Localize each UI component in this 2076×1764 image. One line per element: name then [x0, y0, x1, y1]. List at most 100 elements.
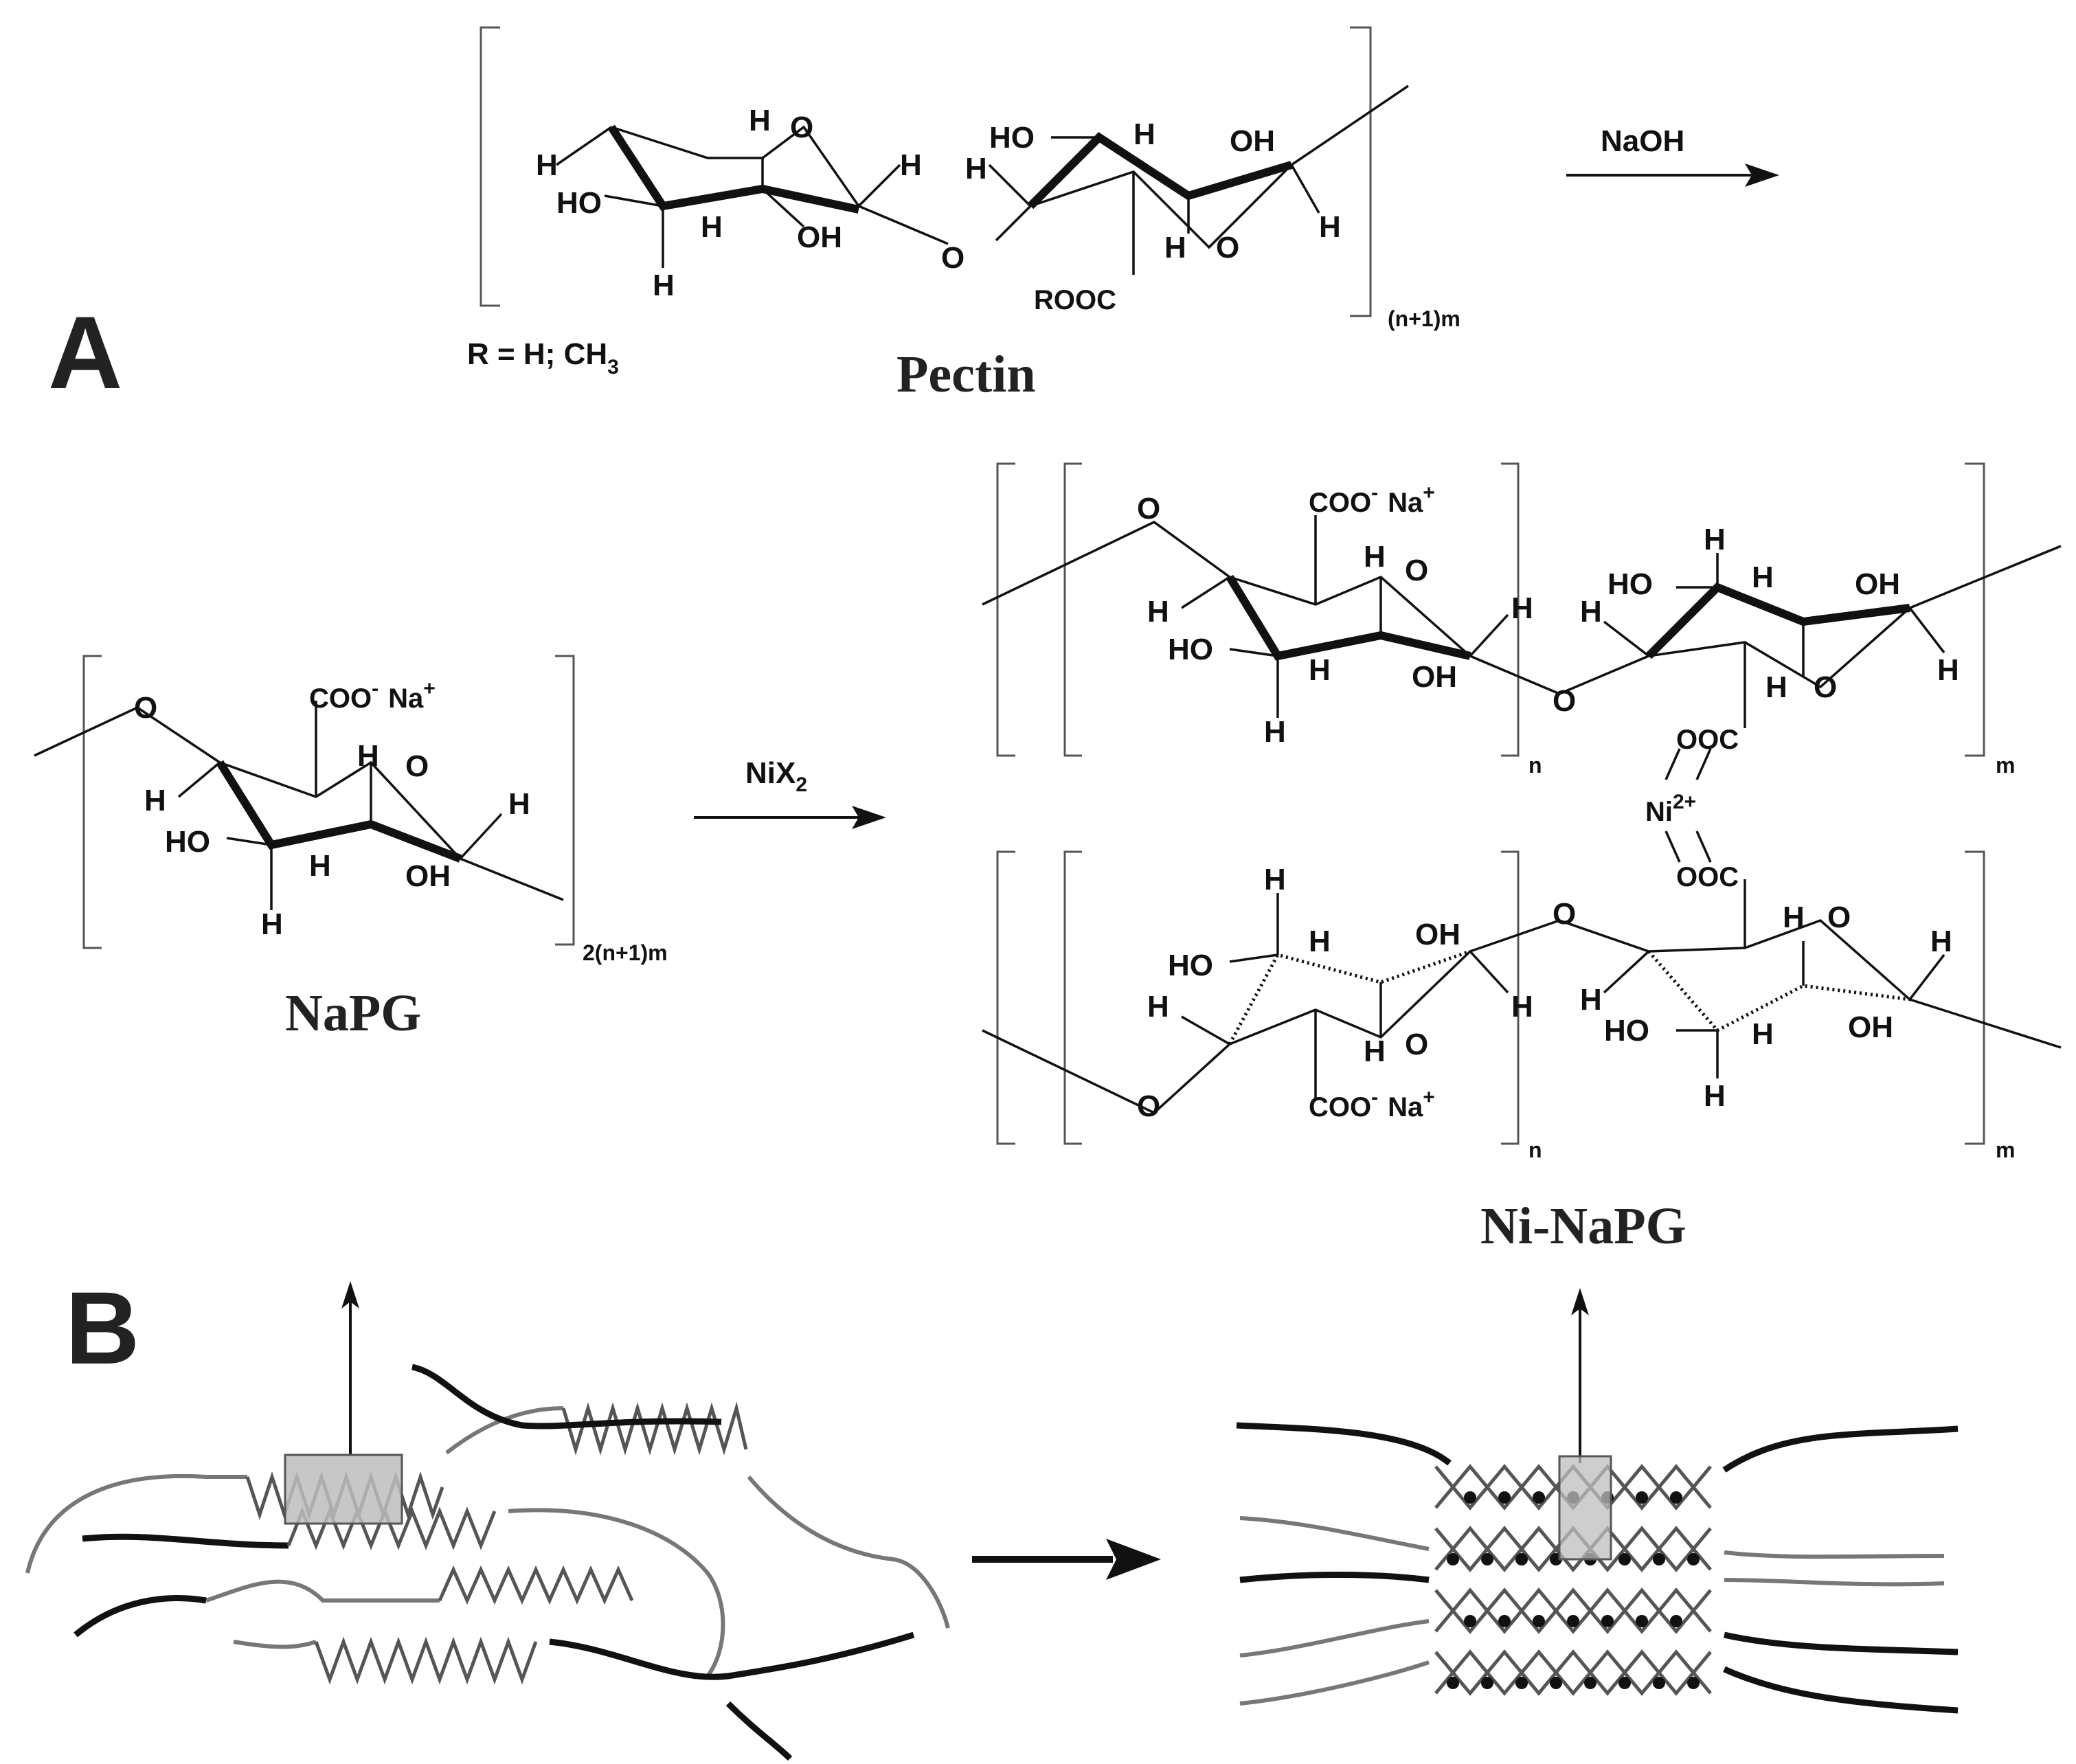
svg-text:HO: HO — [989, 121, 1035, 155]
svg-text:H: H — [357, 739, 379, 773]
svg-text:HO: HO — [165, 825, 210, 859]
ni-napg-eggbox — [1236, 1288, 1959, 1714]
svg-text:O: O — [1216, 231, 1239, 264]
svg-text:H: H — [1511, 990, 1533, 1024]
svg-text:H: H — [1133, 117, 1155, 151]
pectin-bracket-left — [479, 26, 500, 307]
svg-text:H: H — [1580, 983, 1602, 1017]
naoh-arrow: NaOH — [1566, 124, 1779, 187]
svg-text:HO: HO — [556, 186, 602, 220]
svg-text:H: H — [1937, 653, 1959, 687]
napg-name: NaPG — [285, 984, 421, 1042]
svg-text:H: H — [1309, 653, 1331, 687]
pectin-ring2-back — [1030, 84, 1409, 249]
svg-text:H: H — [1309, 925, 1331, 958]
svg-text:O: O — [1137, 492, 1160, 525]
svg-text:O: O — [1405, 554, 1428, 587]
pectin-name: Pectin — [896, 346, 1036, 403]
napg-disordered-chains — [25, 1281, 950, 1761]
svg-text:H: H — [1930, 925, 1952, 958]
svg-text:H: H — [1364, 1034, 1386, 1068]
reagent-nix2: NiX2 — [745, 756, 807, 796]
svg-text:O: O — [1405, 1028, 1428, 1061]
svg-text:O: O — [1553, 684, 1576, 718]
svg-text:OH: OH — [797, 220, 842, 254]
svg-text:O: O — [1814, 670, 1837, 704]
svg-text:H: H — [1164, 231, 1186, 264]
napg-bracket-right — [555, 655, 575, 946]
transition-arrow — [972, 1539, 1161, 1580]
nix2-arrow: NiX2 — [694, 756, 886, 829]
napg-highlight-box — [284, 1454, 403, 1525]
svg-text:H: H — [1147, 595, 1169, 629]
ni-napg-upper-carboxylate: COO-Na+ — [1309, 482, 1435, 518]
svg-text:H: H — [1264, 863, 1286, 896]
svg-text:H: H — [1147, 990, 1169, 1024]
reagent-naoh: NaOH — [1601, 124, 1684, 158]
pectin-ring2-front — [1027, 132, 1293, 210]
svg-text:HO: HO — [1168, 633, 1213, 666]
pectin-r-definition: R = H; CH3 — [467, 337, 619, 378]
svg-text:OH: OH — [1415, 918, 1460, 951]
svg-text:H: H — [309, 849, 331, 883]
svg-text:OH: OH — [1855, 567, 1900, 601]
ni-ion: Ni2+ — [1645, 791, 1696, 827]
svg-text:O: O — [1553, 897, 1576, 931]
svg-text:OH: OH — [1848, 1010, 1893, 1044]
napg-structure: O COO-Na+ H O H HO H H OH H 2(n+1)m NaPG — [34, 655, 668, 1042]
svg-text:O: O — [1827, 901, 1851, 934]
ni-napg-upper-ooc: OOC — [1676, 725, 1739, 755]
svg-text:H: H — [749, 104, 771, 137]
svg-text:O: O — [941, 241, 964, 275]
ni-ion-dots — [1447, 1491, 1700, 1689]
svg-text:OH: OH — [405, 859, 451, 893]
svg-text:H: H — [1704, 523, 1726, 556]
svg-text:H: H — [1765, 670, 1787, 704]
svg-text:HO: HO — [1604, 1014, 1649, 1048]
ni-napg-upper-backbone-1 — [982, 520, 1560, 695]
ni-napg-name: Ni-NaPG — [1480, 1197, 1686, 1255]
ni-napg-lower-carboxylate: COO-Na+ — [1309, 1086, 1435, 1122]
svg-text:OH: OH — [1412, 660, 1457, 694]
pectin-ring1-front — [607, 124, 860, 214]
napg-backbone — [34, 705, 564, 901]
panel-label-a: A — [48, 295, 122, 410]
svg-text:OH: OH — [1230, 124, 1275, 158]
svg-text:H: H — [1783, 901, 1805, 934]
svg-text:H: H — [1264, 715, 1286, 749]
pectin-repeat-index: (n+1)m — [1388, 306, 1460, 331]
pectin-structure: H HO H H H O OH H O HO H H OH H O H ROOC… — [467, 26, 1460, 403]
svg-text:H: H — [1752, 561, 1774, 594]
svg-text:O: O — [405, 749, 429, 783]
ni-napg-upper-inner-index: n — [1528, 753, 1542, 778]
eggbox-lattice — [1434, 1464, 1712, 1696]
ni-napg-lower-inner-index: n — [1528, 1138, 1542, 1162]
svg-text:H: H — [1319, 210, 1341, 244]
svg-text:H: H — [653, 269, 675, 302]
napg-bracket-left — [82, 655, 102, 949]
svg-text:H: H — [900, 148, 922, 182]
svg-text:H: H — [701, 210, 723, 244]
ni-napg-lower-ooc: OOC — [1676, 862, 1739, 892]
napg-carboxylate: COO-Na+ — [309, 677, 436, 714]
svg-text:H: H — [965, 152, 987, 185]
ni-napg-upper-outer-index: m — [1996, 753, 2015, 778]
pectin-rooc: ROOC — [1034, 285, 1116, 315]
svg-text:H: H — [261, 907, 283, 941]
svg-text:H: H — [536, 148, 558, 182]
svg-text:H: H — [1511, 591, 1533, 625]
pectin-bracket-right — [1350, 26, 1372, 317]
svg-text:H: H — [1752, 1017, 1774, 1051]
svg-text:H: H — [1580, 595, 1602, 629]
svg-text:HO: HO — [1168, 949, 1213, 982]
ni-napg-highlight-box — [1558, 1455, 1612, 1561]
svg-text:H: H — [508, 787, 530, 821]
svg-text:H: H — [144, 784, 166, 817]
svg-text:O: O — [790, 111, 813, 144]
svg-text:H: H — [1704, 1079, 1726, 1113]
ni-napg-structure: O COO-Na+ H O H HO H H OH H O HO H H H O… — [982, 462, 2062, 1255]
napg-ring-front — [216, 760, 462, 863]
svg-text:O: O — [134, 691, 157, 725]
svg-text:O: O — [1137, 1089, 1160, 1123]
